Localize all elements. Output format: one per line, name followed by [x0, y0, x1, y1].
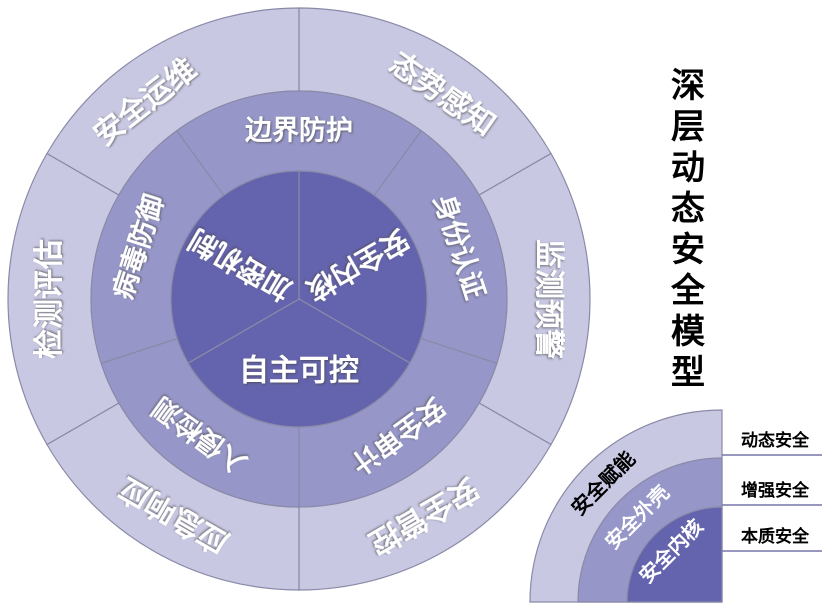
core-label: 自主可控	[239, 354, 359, 389]
core-slice	[187, 298, 411, 428]
title-character: 模	[671, 312, 705, 352]
core-slice	[170, 170, 300, 364]
legend-band	[626, 506, 723, 603]
title-character: 态	[671, 189, 705, 229]
outer-ring-label: 监测预警	[531, 239, 566, 359]
core-slice	[298, 170, 428, 364]
title-character: 动	[671, 148, 705, 188]
title-character: 层	[671, 107, 705, 147]
title-character: 型	[671, 353, 705, 393]
title-character: 安	[671, 230, 705, 270]
legend-label: 本质安全	[741, 526, 810, 547]
radial-diagram: 态势感知监测预警安全管控应急响应检测评估安全运维边界防护身份认证安全审计入侵检测…	[7, 7, 591, 591]
legend-label: 增强安全	[741, 480, 810, 501]
legend-label: 动态安全	[741, 430, 810, 451]
title-character: 全	[670, 271, 706, 311]
title-character: 深	[671, 66, 705, 106]
outer-ring-label: 检测评估	[32, 239, 67, 359]
middle-ring-label: 边界防护	[245, 116, 353, 147]
